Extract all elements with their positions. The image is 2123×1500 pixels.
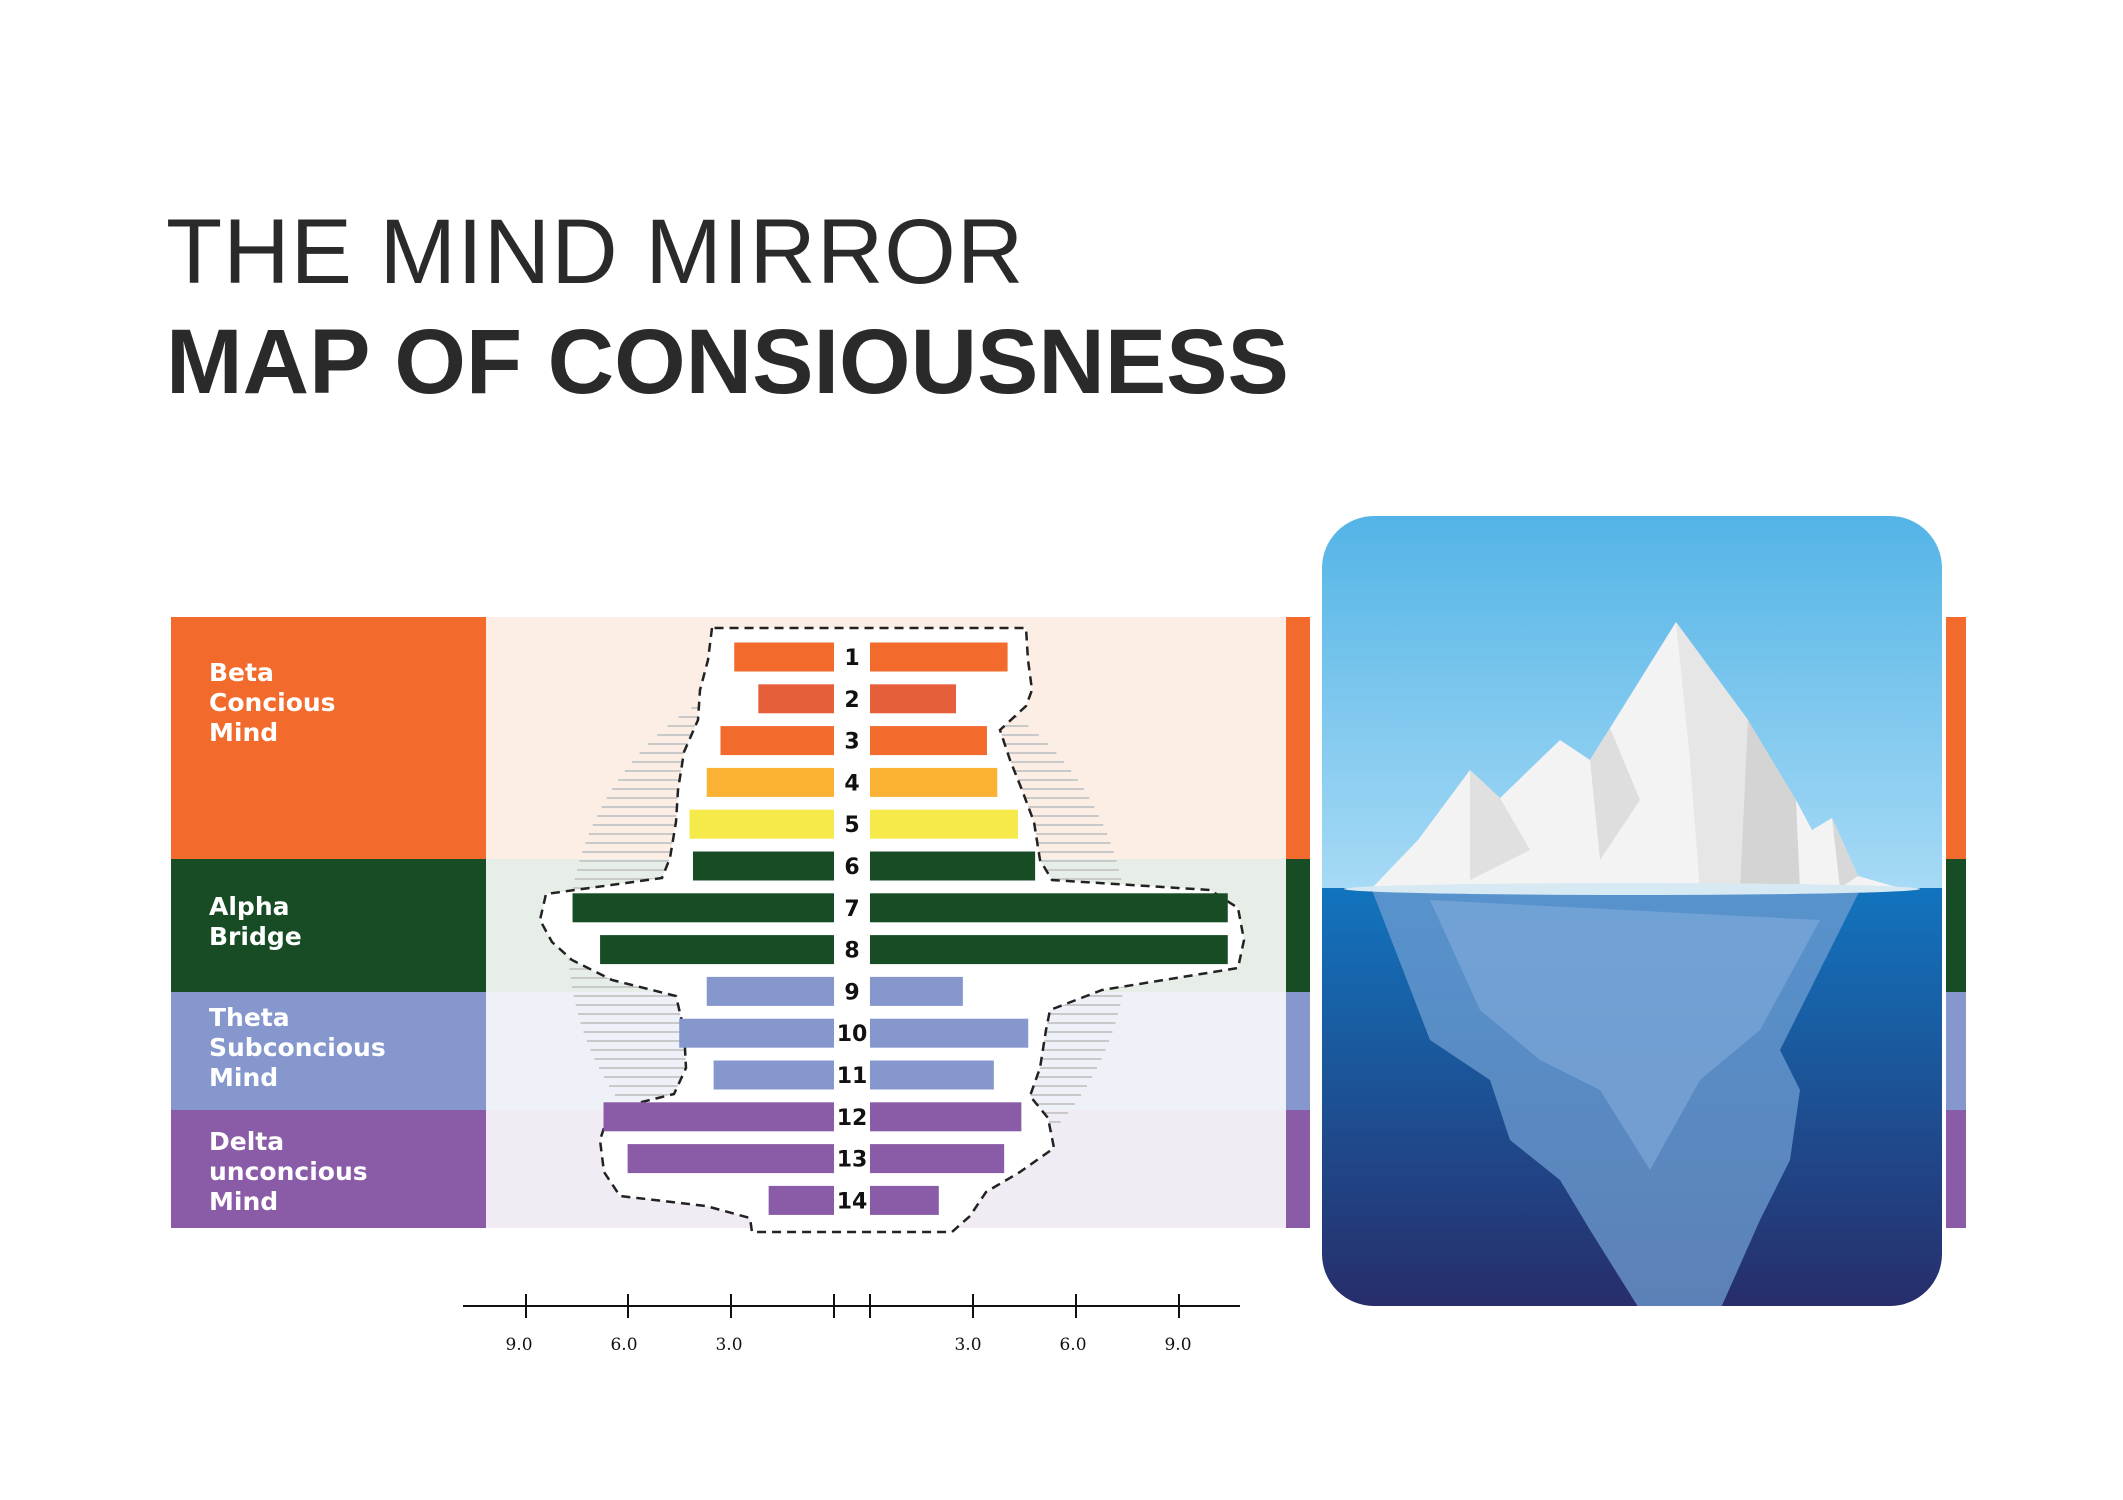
strip-right-alpha — [1946, 859, 1966, 992]
bar-right-9 — [870, 976, 963, 1006]
x-axis — [463, 1294, 1240, 1318]
bar-right-14 — [870, 1185, 939, 1215]
bar-right-10 — [870, 1018, 1029, 1048]
bar-left-10 — [679, 1018, 834, 1048]
strip-right-theta — [1946, 992, 1966, 1110]
bar-number-2: 2 — [844, 688, 859, 713]
bar-left-1 — [734, 642, 834, 672]
bar-number-13: 13 — [837, 1148, 868, 1173]
tick-label: 3.0 — [715, 1335, 742, 1355]
strip-left-delta — [1286, 1110, 1310, 1228]
band-label-alpha: Alpha Bridge — [209, 892, 302, 951]
band-label-box-alpha — [171, 859, 486, 992]
strip-left-theta — [1286, 992, 1310, 1110]
bar-right-1 — [870, 642, 1008, 672]
tick-label: 6.0 — [1059, 1335, 1086, 1355]
bar-right-7 — [870, 893, 1228, 923]
tick-label: 6.0 — [610, 1335, 637, 1355]
bar-number-4: 4 — [844, 771, 859, 796]
bar-left-13 — [627, 1144, 834, 1174]
band-label-box-delta — [171, 1110, 486, 1228]
bar-left-4 — [706, 767, 834, 797]
iceberg-illustration — [1322, 516, 1942, 1306]
bar-number-5: 5 — [844, 813, 859, 838]
bar-right-4 — [870, 767, 998, 797]
page-title-line2: MAP OF CONSIOUSNESS — [166, 311, 1289, 413]
strip-right-delta — [1946, 1110, 1966, 1228]
bar-left-14 — [768, 1185, 834, 1215]
bar-left-7 — [572, 893, 834, 923]
bar-right-6 — [870, 851, 1036, 881]
bar-number-14: 14 — [837, 1189, 868, 1214]
band-label-delta: Delta unconcious Mind — [209, 1127, 368, 1216]
strip-right-beta — [1946, 617, 1966, 859]
x-axis-tick-labels: 9.0 6.0 3.0 3.0 6.0 9.0 — [505, 1335, 1191, 1355]
band-label-box-theta — [171, 992, 486, 1110]
bar-number-11: 11 — [837, 1064, 868, 1089]
bar-left-9 — [706, 976, 834, 1006]
bar-left-2 — [758, 684, 834, 714]
strip-left-alpha — [1286, 859, 1310, 992]
band-label-beta: Beta Concious Mind — [209, 658, 336, 747]
bar-right-5 — [870, 809, 1018, 839]
tick-label: 9.0 — [505, 1335, 532, 1355]
tick-label: 9.0 — [1164, 1335, 1191, 1355]
bar-right-12 — [870, 1102, 1022, 1132]
strip-left-beta — [1286, 617, 1310, 859]
bar-left-3 — [720, 726, 834, 756]
bar-left-6 — [692, 851, 834, 881]
bar-number-6: 6 — [844, 855, 859, 880]
band-label-box-beta — [171, 617, 486, 859]
bar-number-7: 7 — [844, 897, 859, 922]
bar-left-12 — [603, 1102, 834, 1132]
bar-number-3: 3 — [844, 730, 859, 755]
bar-right-13 — [870, 1144, 1005, 1174]
bar-number-12: 12 — [837, 1106, 868, 1131]
bar-number-1: 1 — [844, 646, 859, 671]
bar-left-11 — [713, 1060, 834, 1090]
page-title-line1: THE MIND MIRROR — [166, 201, 1025, 303]
bar-number-9: 9 — [844, 980, 859, 1005]
bar-left-5 — [689, 809, 834, 839]
bar-number-8: 8 — [844, 939, 859, 964]
bar-left-8 — [600, 935, 834, 965]
bar-right-8 — [870, 935, 1228, 965]
side-strips — [1286, 617, 1966, 1228]
bar-right-3 — [870, 726, 987, 756]
bar-right-11 — [870, 1060, 994, 1090]
tick-label: 3.0 — [954, 1335, 981, 1355]
band-label-theta: Theta Subconcious Mind — [209, 1003, 386, 1092]
bar-number-10: 10 — [837, 1022, 868, 1047]
bar-right-2 — [870, 684, 956, 714]
